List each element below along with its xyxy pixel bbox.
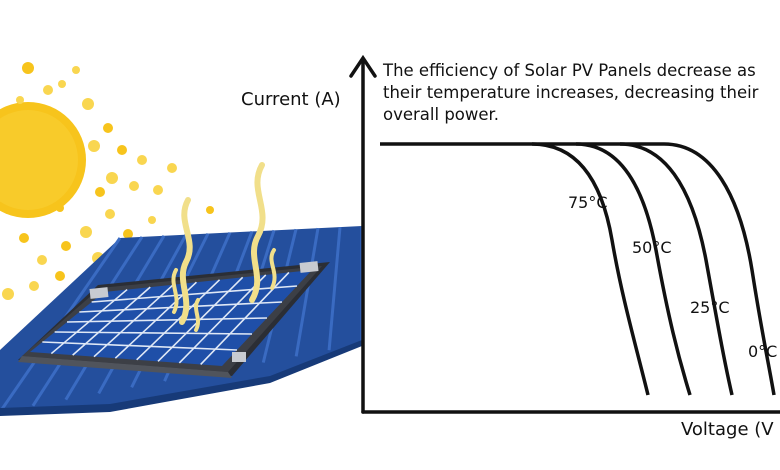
panel-grid-line <box>91 285 298 303</box>
panel-grid-line <box>79 301 283 313</box>
sun-dot <box>148 216 156 224</box>
sun-dot <box>61 241 71 251</box>
sun-dot <box>95 187 105 197</box>
sun-icon <box>0 102 86 218</box>
roof-ridge <box>327 226 342 351</box>
curve-0c <box>620 142 776 396</box>
sun-dot <box>137 155 147 165</box>
sun-dot <box>117 145 127 155</box>
sun-dot <box>43 85 53 95</box>
y-axis-label: Current (A) <box>241 89 341 110</box>
curve-label-75c: 75°C <box>568 193 608 212</box>
sun-dot <box>105 209 115 219</box>
sun-dot <box>88 140 100 152</box>
sun-dot <box>82 98 94 110</box>
curve-25c <box>576 142 734 396</box>
sun-dot <box>56 204 64 212</box>
sun-dot <box>19 233 29 243</box>
curve-label-0c: 0°C <box>748 342 778 361</box>
curve-50c <box>532 142 692 396</box>
sun-dot <box>16 96 24 104</box>
panel-grid-line <box>66 317 268 323</box>
sun-dot <box>129 181 139 191</box>
sun-dot <box>167 163 177 173</box>
x-axis-label: Voltage (V <box>681 419 774 440</box>
panel-grid-line <box>42 341 238 351</box>
roof-ridge <box>294 227 320 357</box>
sun-dot <box>29 281 39 291</box>
caption-line-1: The efficiency of Solar PV Panels decrea… <box>383 61 756 80</box>
sun-dot <box>2 288 14 300</box>
panel-grid-line <box>54 331 253 335</box>
sun-dot <box>123 229 133 239</box>
sun-dot <box>153 185 163 195</box>
sun-dot <box>55 271 65 281</box>
sun-dot <box>80 226 92 238</box>
sun-dot <box>72 66 80 74</box>
sun-dot <box>37 255 47 265</box>
sun-rays-dots <box>2 62 214 300</box>
heat-wave-icon <box>171 162 277 332</box>
chart-caption: The efficiency of Solar PV Panels decrea… <box>383 60 778 126</box>
curve-75c <box>380 142 650 396</box>
sun-dot <box>58 80 66 88</box>
y-axis-arrow-icon <box>349 54 377 78</box>
iv-curves <box>380 142 776 396</box>
curve-label-25c: 25°C <box>690 298 730 317</box>
sun-dot <box>106 172 118 184</box>
caption-line-3: overall power. <box>383 105 500 124</box>
chart-axes <box>349 54 780 414</box>
curve-label-50c: 50°C <box>632 238 672 257</box>
sun-dot <box>22 62 34 74</box>
caption-line-2: their temperature increases, decreasing … <box>383 83 759 102</box>
sun-dot <box>103 123 113 133</box>
sun-dot <box>206 206 214 214</box>
solar-panel-icon <box>18 261 330 378</box>
